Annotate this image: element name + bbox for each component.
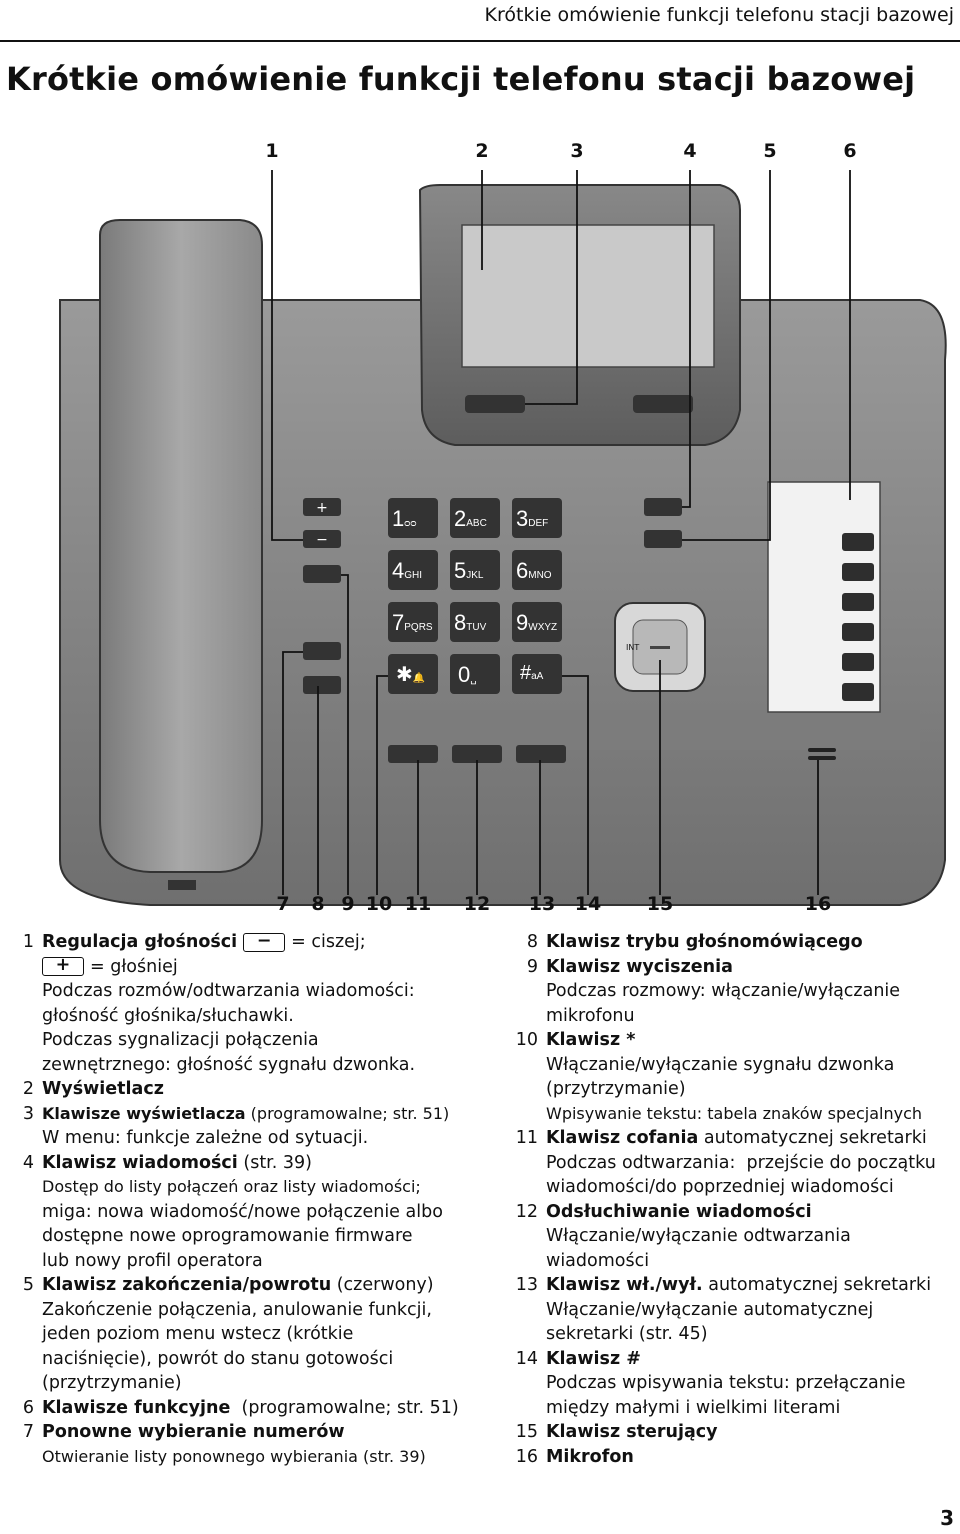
callout-3: 3 — [570, 140, 584, 162]
callout-10: 10 — [365, 893, 393, 915]
callout-11: 11 — [404, 893, 432, 915]
legend-left-column: 1 Regulacja głośności−= ciszej; += głośn… — [8, 930, 478, 1469]
callout-5: 5 — [763, 140, 777, 162]
svg-text:−: − — [316, 532, 328, 548]
volume-plus-key-icon: + — [42, 956, 84, 976]
page-number: 3 — [940, 1506, 954, 1530]
callout-13: 13 — [528, 893, 556, 915]
callout-4: 4 — [683, 140, 697, 162]
callout-2: 2 — [475, 140, 489, 162]
running-header: Krótkie omówienie funkcji telefonu stacj… — [484, 4, 954, 26]
callout-8: 8 — [311, 893, 325, 915]
volume-minus-key-icon: − — [243, 932, 286, 952]
callout-12: 12 — [463, 893, 491, 915]
callout-1: 1 — [265, 140, 279, 162]
phone-illustration: + − INT — [59, 170, 947, 906]
callout-15: 15 — [646, 893, 674, 915]
callout-7: 7 — [276, 893, 290, 915]
legend-item-1: 1 Regulacja głośności−= ciszej; — [22, 930, 366, 952]
svg-text:+: + — [316, 500, 328, 516]
page-title: Krótkie omówienie funkcji telefonu stacj… — [6, 60, 916, 98]
callout-16: 16 — [804, 893, 832, 915]
callout-6: 6 — [843, 140, 857, 162]
header-rule — [0, 40, 960, 42]
nav-int-label: INT — [626, 643, 639, 652]
callout-14: 14 — [574, 893, 602, 915]
callout-9: 9 — [341, 893, 355, 915]
